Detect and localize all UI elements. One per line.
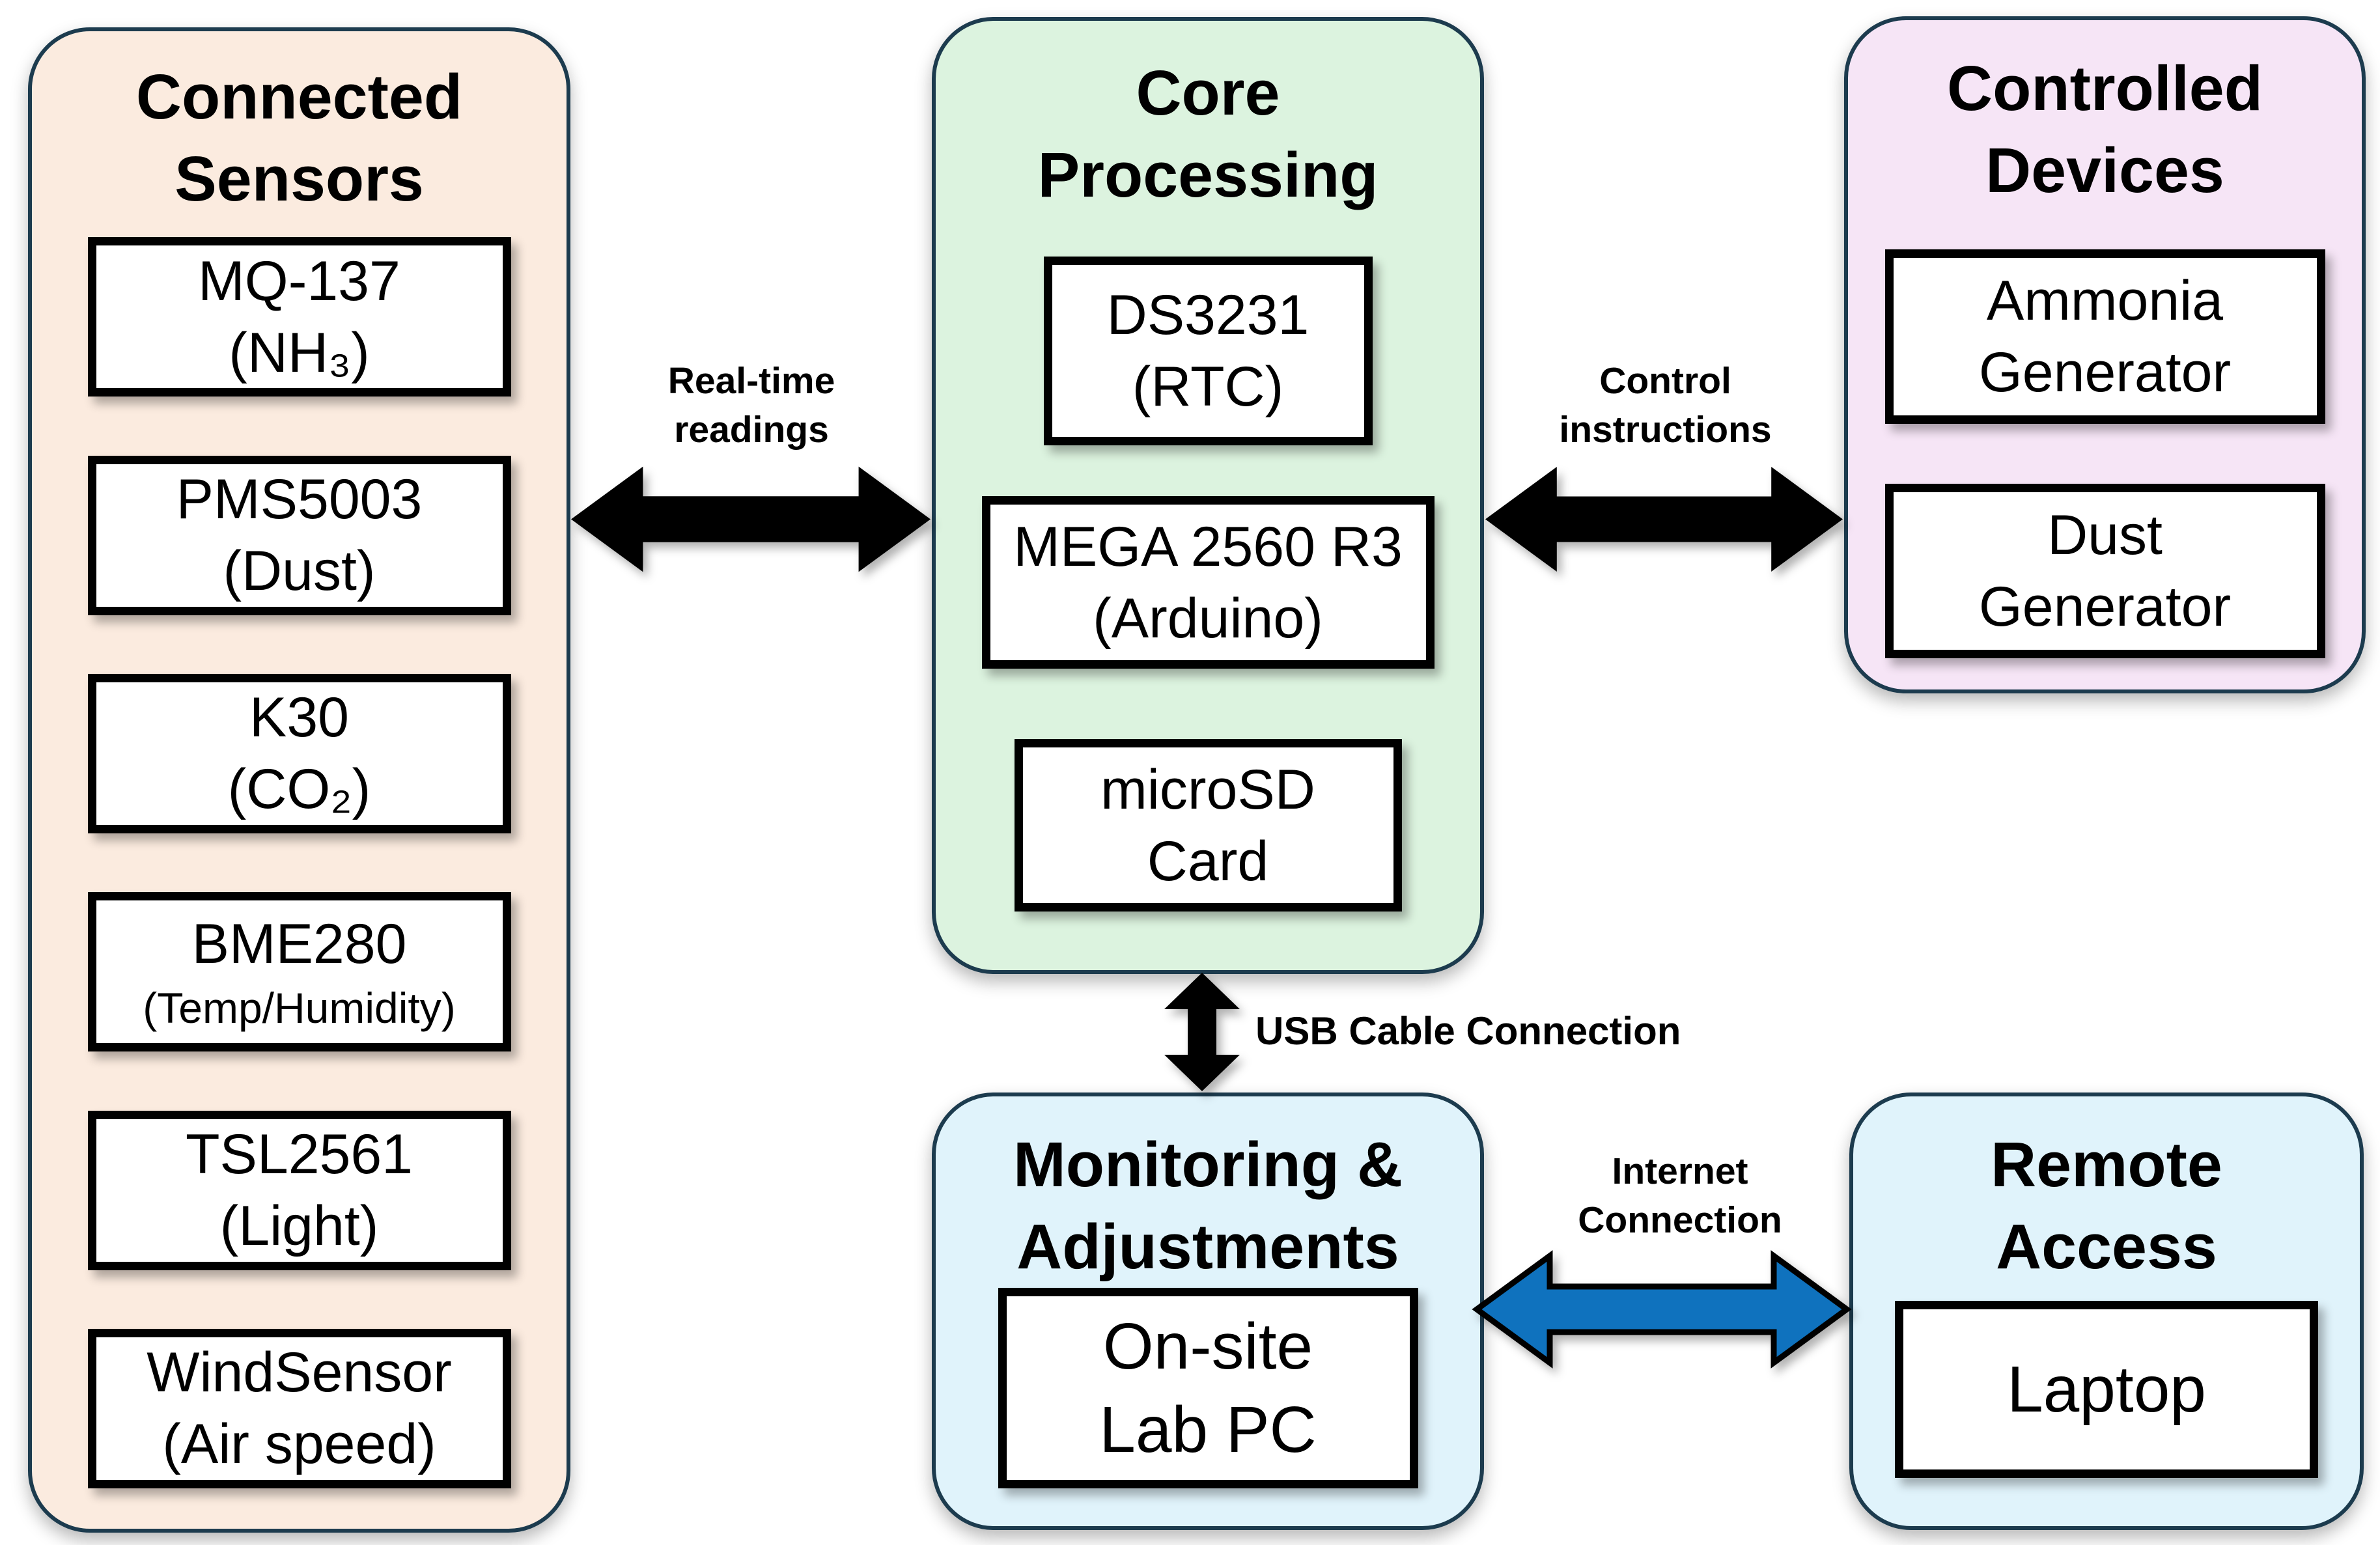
usb-cable-connection-label: USB Cable Connection xyxy=(1255,1009,1681,1053)
label-line: Control xyxy=(1599,360,1731,402)
title-line: Processing xyxy=(1037,139,1379,211)
connected-sensors-title: Connected Sensors xyxy=(136,56,462,220)
control-instructions-label: Control instructions xyxy=(1488,357,1843,454)
realtime-double-arrow-icon xyxy=(571,466,931,572)
monitoring-adjustments-title: Monitoring & Adjustments xyxy=(1013,1124,1403,1288)
core-processing-title: Core Processing xyxy=(1038,52,1379,216)
remote-access-title: Remote Access xyxy=(1991,1124,2222,1288)
sensor-detail: (Dust) xyxy=(223,540,376,603)
label-line: Connection xyxy=(1578,1199,1782,1242)
device-name: Ammonia xyxy=(1986,270,2224,333)
remote-access-panel: Remote Access Laptop xyxy=(1849,1093,2364,1530)
label-line: readings xyxy=(674,409,829,451)
realtime-readings-label: Real-time readings xyxy=(573,357,930,454)
sensor-box-pms5003: PMS5003 (Dust) xyxy=(87,455,511,615)
device-detail: Generator xyxy=(1978,576,2232,639)
component-name: MEGA 2560 R3 xyxy=(1013,515,1403,578)
sensor-name: K30 xyxy=(249,686,350,749)
sensor-name: PMS5003 xyxy=(176,467,423,531)
title-line: Adjustments xyxy=(1016,1211,1399,1283)
title-line: Remote xyxy=(1991,1129,2222,1200)
component-detail: (RTC) xyxy=(1132,355,1284,419)
core-box-mega2560: MEGA 2560 R3 (Arduino) xyxy=(981,496,1435,669)
internet-connection-label: Internet Connection xyxy=(1517,1147,1843,1245)
usb-vertical-double-arrow-icon xyxy=(1164,973,1240,1091)
sensor-detail: (Temp/Humidity) xyxy=(143,983,456,1032)
sensor-box-list: MQ-137 (NH₃) PMS5003 (Dust) K30 (CO₂) BM… xyxy=(87,237,511,1488)
sensor-box-mq137: MQ-137 (NH₃) xyxy=(87,237,511,397)
title-line: Access xyxy=(1996,1211,2217,1283)
controlled-devices-panel: Controlled Devices Ammonia Generator Dus… xyxy=(1844,16,2366,693)
component-name: microSD xyxy=(1100,758,1315,821)
title-line: Devices xyxy=(1985,135,2224,206)
connected-sensors-panel: Connected Sensors MQ-137 (NH₃) PMS5003 (… xyxy=(28,27,570,1533)
title-line: Core xyxy=(1136,57,1280,128)
title-line: Sensors xyxy=(175,143,424,215)
title-line: Connected xyxy=(135,61,463,132)
device-box-dust-generator: Dust Generator xyxy=(1884,484,2325,659)
sensor-detail: (CO₂) xyxy=(227,758,371,821)
internet-double-arrow-icon xyxy=(1472,1250,1852,1369)
component-detail: (Arduino) xyxy=(1093,587,1323,650)
sensor-name: TSL2561 xyxy=(185,1123,413,1186)
label-line: instructions xyxy=(1559,409,1772,451)
sensor-box-bme280: BME280 (Temp/Humidity) xyxy=(87,892,511,1052)
controlled-devices-title: Controlled Devices xyxy=(1947,48,2263,212)
sensor-name: MQ-137 xyxy=(198,249,400,313)
sensor-box-k30: K30 (CO₂) xyxy=(87,673,511,833)
sensor-detail: (NH₃) xyxy=(229,321,370,384)
core-box-ds3231: DS3231 (RTC) xyxy=(1043,257,1373,446)
title-line: Controlled xyxy=(1947,53,2263,124)
monitoring-adjustments-panel: Monitoring & Adjustments On-site Lab PC xyxy=(932,1093,1484,1530)
device-detail: Generator xyxy=(1978,341,2232,404)
title-line: Monitoring & xyxy=(1013,1129,1403,1200)
control-double-arrow-icon xyxy=(1485,467,1843,572)
component-name: DS3231 xyxy=(1106,284,1309,347)
sensor-name: WindSensor xyxy=(147,1341,452,1404)
sensor-detail: (Air speed) xyxy=(162,1413,436,1476)
component-name: Laptop xyxy=(2007,1353,2206,1426)
sensor-detail: (Light) xyxy=(219,1195,379,1258)
component-detail: Card xyxy=(1147,829,1269,893)
label-line: Internet xyxy=(1612,1150,1748,1192)
device-name: Dust xyxy=(2047,504,2163,567)
device-box-ammonia-generator: Ammonia Generator xyxy=(1884,249,2325,425)
core-box-microsd: microSD Card xyxy=(1014,739,1402,912)
component-name: On-site xyxy=(1102,1310,1313,1384)
remote-box-laptop: Laptop xyxy=(1895,1301,2318,1478)
sensor-name: BME280 xyxy=(191,913,407,976)
sensor-box-windsensor: WindSensor (Air speed) xyxy=(87,1328,511,1488)
label-line: Real-time xyxy=(667,360,835,402)
sensor-box-tsl2561: TSL2561 (Light) xyxy=(87,1110,511,1270)
component-detail: Lab PC xyxy=(1099,1393,1317,1467)
core-processing-panel: Core Processing DS3231 (RTC) MEGA 2560 R… xyxy=(932,17,1484,974)
monitoring-box-onsite-lab-pc: On-site Lab PC xyxy=(998,1288,1418,1488)
